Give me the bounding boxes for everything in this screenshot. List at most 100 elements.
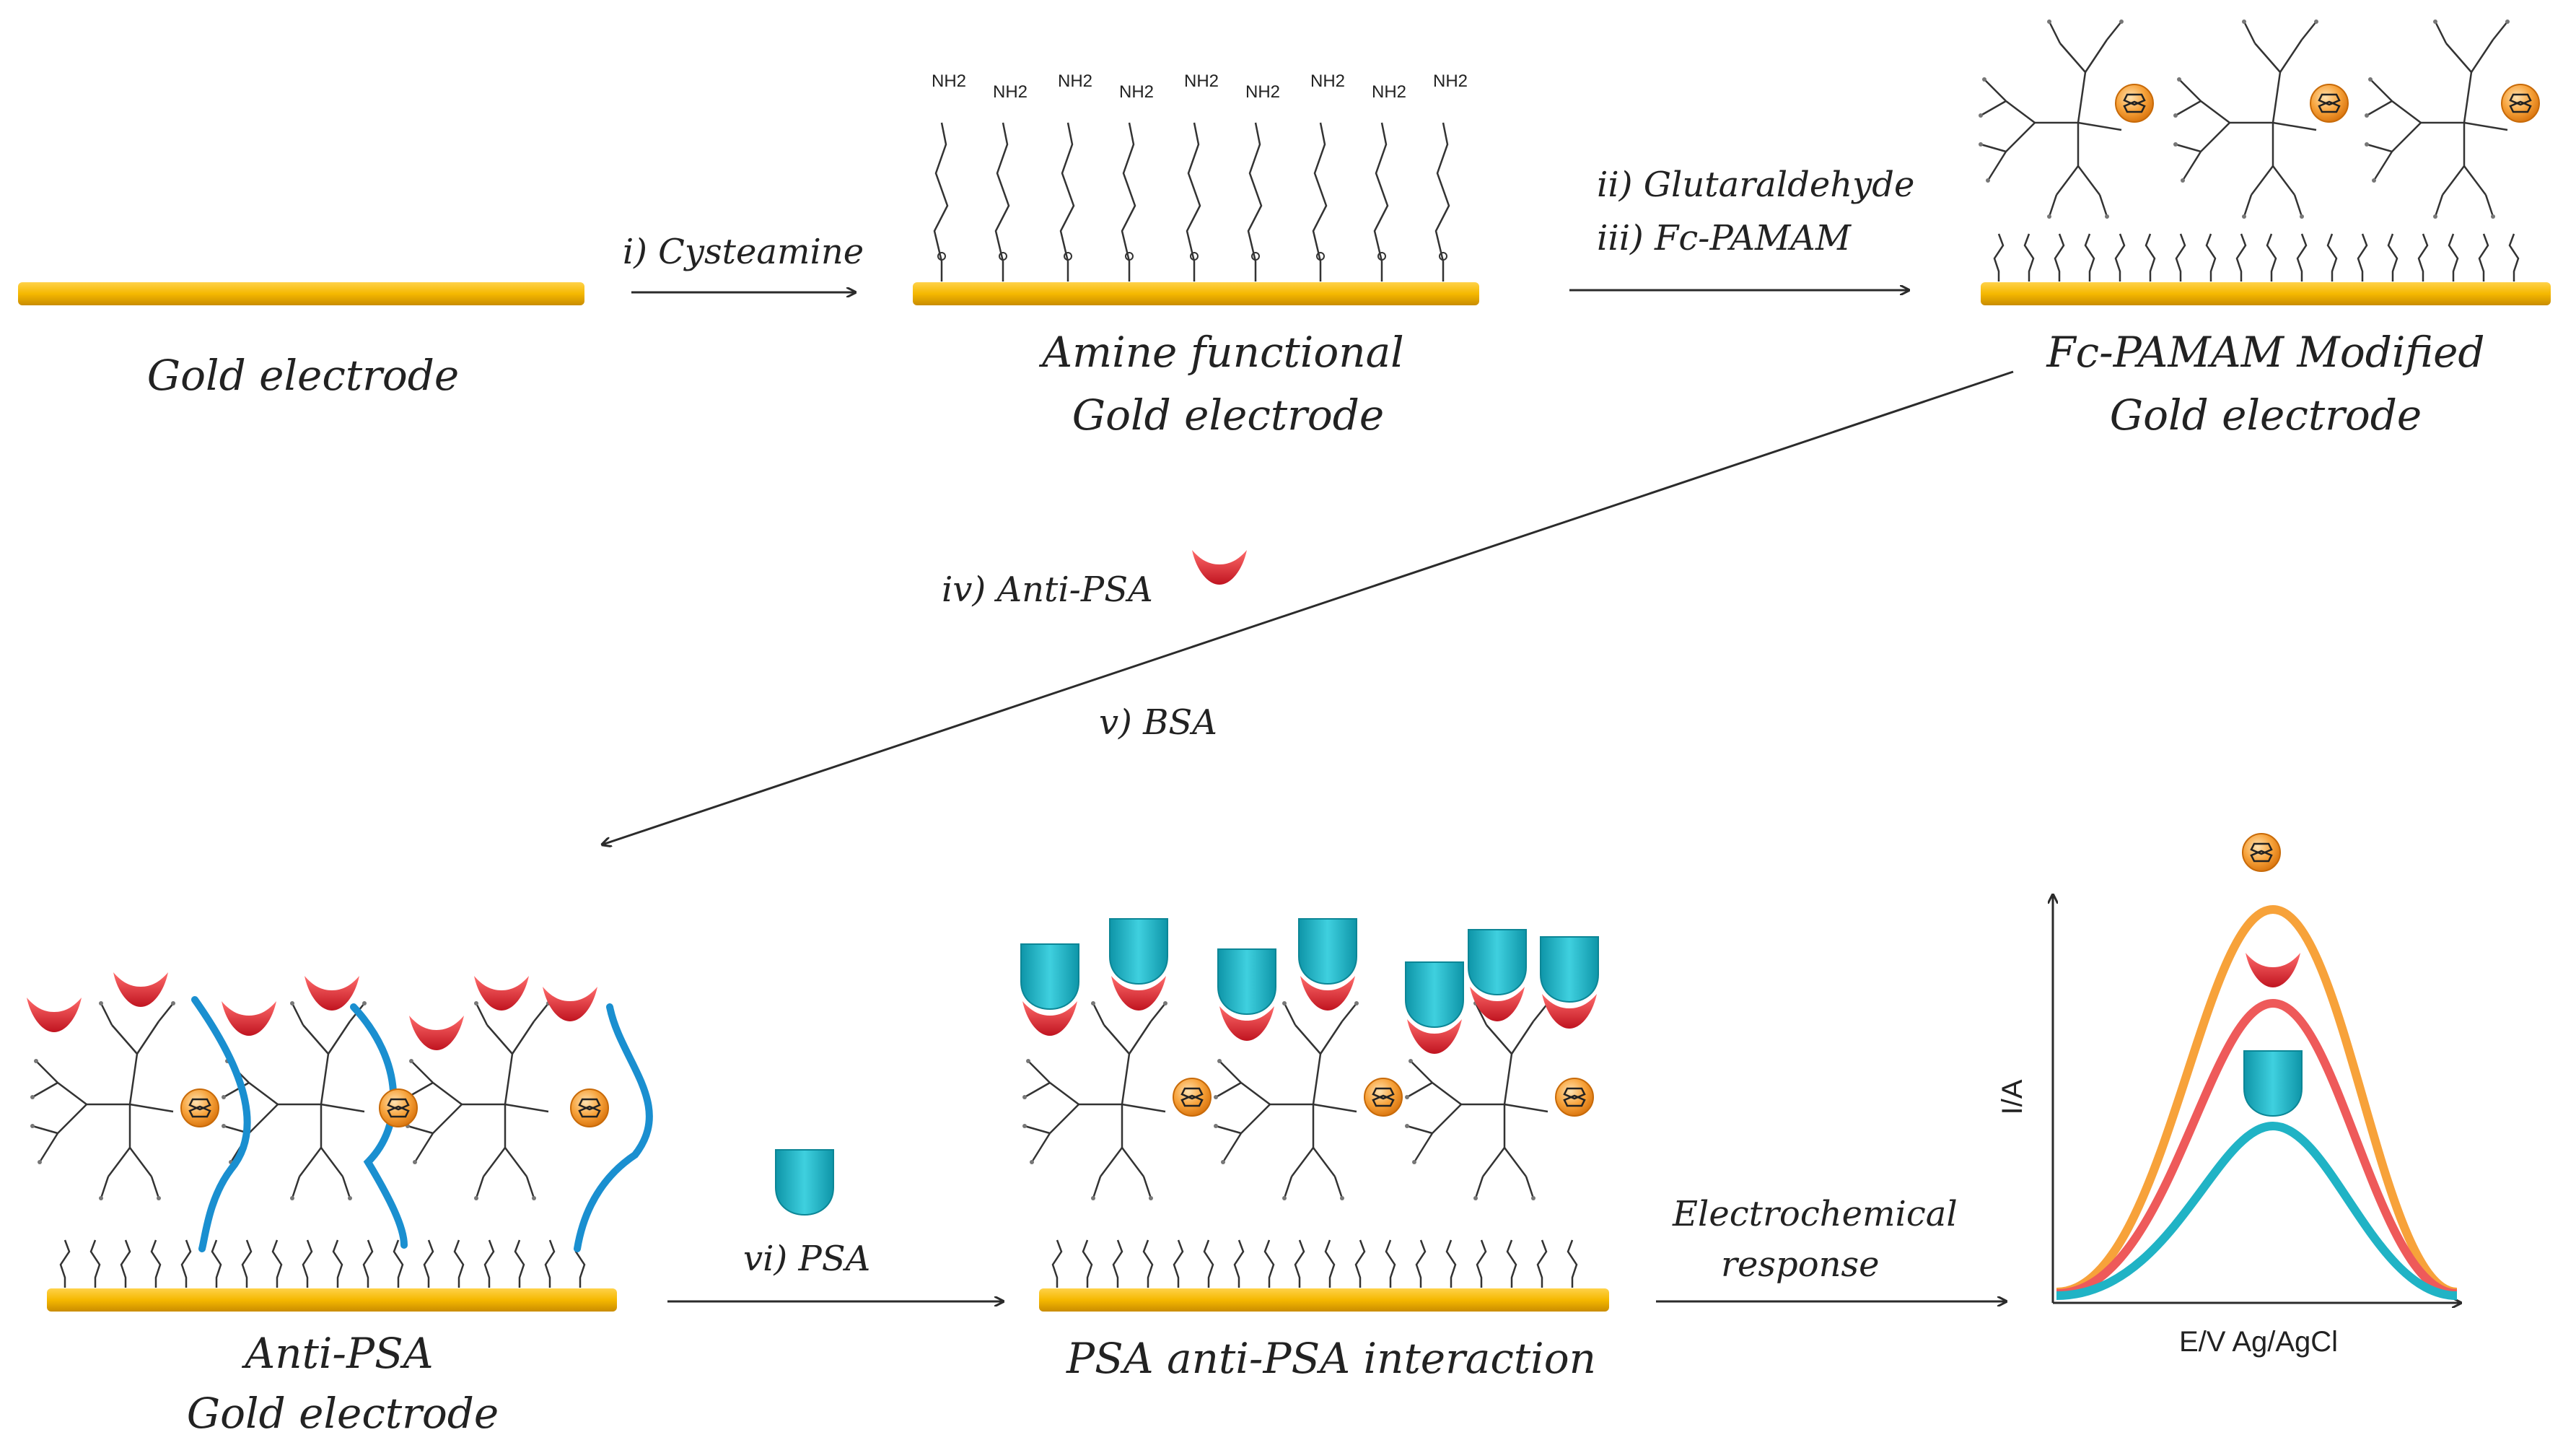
pamam-dendrimer: [1977, 18, 2125, 220]
linker-molecule: [1415, 1239, 1427, 1288]
linker-molecule: [302, 1239, 313, 1288]
linker-molecule: [1476, 1239, 1487, 1288]
linker-molecule: [393, 1239, 404, 1288]
linker-molecule: [362, 1239, 374, 1288]
linker-molecule: [1233, 1239, 1245, 1288]
linker-molecule: [1051, 1239, 1063, 1288]
pamam-dendrimer: [2172, 18, 2320, 220]
linker-molecule: [514, 1239, 525, 1288]
cysteamine-molecule: NH2: [1184, 71, 1219, 282]
label-gold-electrode: Gold electrode: [147, 351, 459, 400]
linker-molecule: [2387, 233, 2398, 282]
ferrocene-icon: [378, 1088, 419, 1128]
nh2-label: NH2: [1184, 71, 1219, 91]
nh2-label: NH2: [993, 82, 1028, 102]
antibody-icon: [474, 976, 529, 1011]
cysteamine-molecule: NH2: [1119, 82, 1154, 282]
pamam-dendrimer: [1403, 1000, 1551, 1202]
step-iv-label: iv) Anti-PSA: [942, 570, 1153, 610]
ferrocene-icon: [2500, 83, 2541, 123]
cysteamine-molecule: NH2: [1372, 82, 1406, 282]
antibody-icon: [27, 998, 82, 1032]
curve-anti-psa: [2056, 998, 2458, 1298]
ferrocene-icon: [2241, 832, 2282, 873]
step-iii-label: iii) Fc-PAMAM: [1597, 218, 1852, 258]
linker-molecule: [1536, 1239, 1548, 1288]
psa-icon: [1468, 929, 1527, 995]
step-vi-label: vi) PSA: [743, 1239, 870, 1279]
psa-antibody-complexes: [1020, 918, 1599, 1054]
linker-molecule: [2266, 233, 2277, 282]
psa-icon: [1405, 961, 1464, 1028]
linker-molecule: [1173, 1239, 1184, 1288]
nh2-label: NH2: [1310, 71, 1345, 91]
linker-molecule: [1324, 1239, 1336, 1288]
linker-molecule: [332, 1239, 343, 1288]
linker-molecule: [1263, 1239, 1275, 1288]
linker-molecule: [2508, 233, 2520, 282]
voltammogram-plot: I/A E/V Ag/AgCl: [1997, 832, 2461, 1358]
ferrocene-icon: [2309, 83, 2349, 123]
antibody-icon: [113, 972, 168, 1007]
linker-molecule: [89, 1239, 101, 1288]
linker-molecule: [1203, 1239, 1214, 1288]
pamam-dendrimer: [2363, 18, 2511, 220]
antibody-icon: [409, 1016, 464, 1050]
linker-molecule: [1082, 1239, 1093, 1288]
gold-electrode-bar: [913, 282, 1479, 305]
linker-molecule: [2114, 233, 2126, 282]
cysteamine-molecule: NH2: [1310, 71, 1345, 282]
gold-electrode-bar: [1039, 1288, 1609, 1312]
electro-label-line2: response: [1721, 1244, 1880, 1285]
step-vi-arrow: vi) PSA: [667, 1149, 1003, 1301]
linker-molecule: [1354, 1239, 1366, 1288]
psa-icon: [775, 1149, 834, 1216]
linker-molecule: [544, 1239, 556, 1288]
linker-molecule: [2205, 233, 2217, 282]
linker-molecule: [2478, 233, 2489, 282]
label-interaction: PSA anti-PSA interaction: [1066, 1334, 1596, 1383]
ferrocene-icon: [1172, 1077, 1212, 1117]
linker-molecule: [2417, 233, 2429, 282]
linker-molecule: [423, 1239, 434, 1288]
linker-molecule: [2235, 233, 2247, 282]
linker-molecule: [1142, 1239, 1154, 1288]
linker-molecule: [1993, 233, 2005, 282]
linker-molecule: [211, 1239, 222, 1288]
electrochemical-arrow: Electrochemical response: [1656, 1194, 2006, 1301]
nh2-label: NH2: [1433, 71, 1468, 91]
panel-interaction-electrode: PSA anti-PSA interaction: [1020, 918, 1609, 1383]
linker-molecule: [2023, 233, 2035, 282]
y-axis-label: I/A: [1997, 1079, 2028, 1114]
psa-icon: [1109, 918, 1168, 985]
label-antipsa-line1: Anti-PSA: [241, 1329, 433, 1378]
linker-molecule: [241, 1239, 253, 1288]
psa-icon: [1020, 943, 1079, 1010]
gold-electrode-bar: [1981, 282, 2551, 305]
step-iv-v-arrow: iv) Anti-PSA v) BSA: [603, 370, 2014, 845]
step-ii-label: ii) Glutaraldehyde: [1597, 165, 1914, 205]
linker-layer: [1051, 1239, 1578, 1288]
antibody-icon: [1192, 550, 1247, 585]
ferrocene-icon: [1554, 1077, 1595, 1117]
linker-molecule: [1567, 1239, 1578, 1288]
linker-molecule: [180, 1239, 192, 1288]
linker-molecule: [1294, 1239, 1305, 1288]
linker-molecule: [2296, 233, 2308, 282]
cysteamine-molecule: NH2: [932, 71, 966, 282]
nh2-label: NH2: [1058, 71, 1092, 91]
nh2-label: NH2: [1245, 82, 1280, 102]
nh2-label: NH2: [932, 71, 966, 91]
linker-molecule: [2084, 233, 2095, 282]
bsa-strand: [191, 996, 251, 1252]
cysteamine-molecule: NH2: [1245, 82, 1280, 282]
bsa-strand: [350, 1003, 408, 1249]
step-ii-iii-arrow: ii) Glutaraldehyde iii) Fc-PAMAM: [1569, 165, 1914, 290]
step-i-arrow: i) Cysteamine: [623, 232, 864, 292]
label-fcpamam-line1: Fc-PAMAM Modified: [2046, 328, 2484, 377]
linker-molecule: [150, 1239, 162, 1288]
gold-electrode-bar: [47, 1288, 617, 1312]
cysteamine-molecule: NH2: [1058, 71, 1092, 282]
